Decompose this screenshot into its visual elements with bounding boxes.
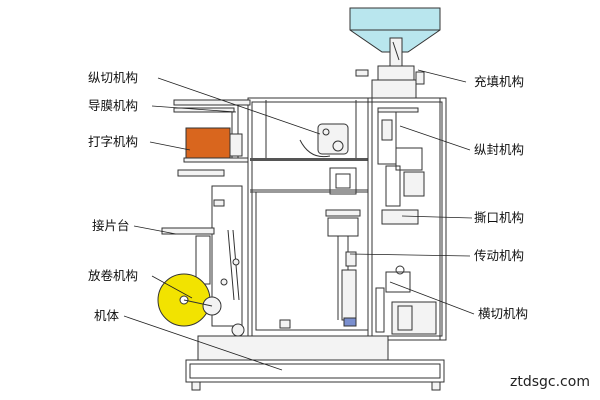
leader-transmission <box>349 253 471 257</box>
leader-lines <box>123 69 475 371</box>
labels: 纵切机构 导膜机构 打字机构 接片台 放卷机构 机体 充填机构 纵封机构 撕口机… <box>88 70 590 390</box>
longitudinal-sealing-unit <box>377 107 425 225</box>
leader-splicing-table <box>133 225 177 235</box>
label-transmission: 传动机构 <box>474 248 524 263</box>
longitudinal-cutting-unit <box>299 123 349 158</box>
label-film-guide: 导膜机构 <box>88 98 138 113</box>
label-machine-body: 机体 <box>94 308 120 323</box>
frame-blue-part <box>343 317 357 327</box>
leader-machine-body <box>123 315 283 371</box>
film-roll <box>157 273 245 337</box>
label-tearing-notch: 撕口机构 <box>474 210 524 225</box>
transverse-cutting-unit <box>375 265 437 335</box>
leader-film-guide <box>151 105 237 113</box>
leader-filling <box>417 69 467 83</box>
label-printing: 打字机构 <box>88 134 138 149</box>
leader-tearing-notch <box>401 215 473 219</box>
printer-unit <box>183 127 249 163</box>
label-longitudinal-sealing: 纵封机构 <box>474 142 524 157</box>
label-filling: 充填机构 <box>474 74 524 89</box>
leader-longitudinal-sealing <box>399 125 471 151</box>
label-transverse-cutting: 横切机构 <box>478 306 528 321</box>
label-splicing-table: 接片台 <box>92 218 130 233</box>
printer-box <box>185 127 231 159</box>
label-unwinding: 放卷机构 <box>88 268 138 283</box>
leader-unwinding <box>151 275 193 299</box>
leader-printing <box>149 141 191 151</box>
leader-transverse-cutting <box>389 281 475 315</box>
hopper <box>349 7 441 99</box>
machine-base <box>185 335 445 391</box>
splicing-column <box>161 169 243 327</box>
transmission-column <box>325 167 361 327</box>
label-longitudinal-cutting: 纵切机构 <box>88 70 138 85</box>
watermark-text: ztdsgc.com <box>510 374 590 390</box>
leader-longitudinal-cutting <box>157 77 321 135</box>
